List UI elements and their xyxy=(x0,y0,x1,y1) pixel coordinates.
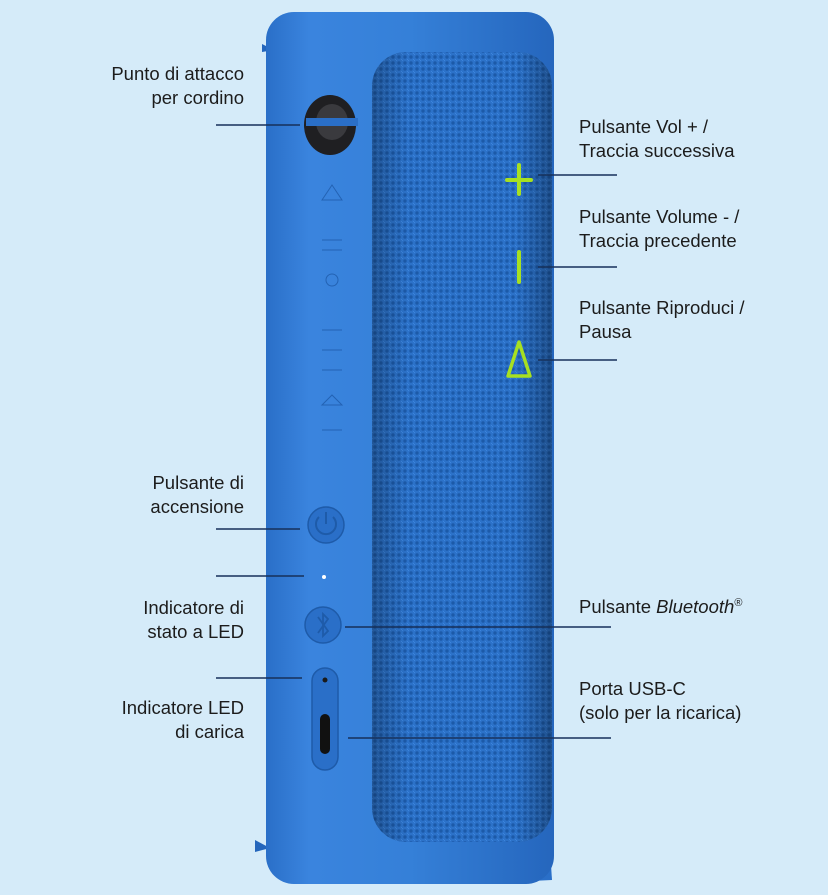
label-lanyard-line2: per cordino xyxy=(151,87,244,108)
label-charge-led-line1: Indicatore LED xyxy=(121,697,244,718)
plus-icon[interactable] xyxy=(505,163,533,196)
triangle-icon[interactable] xyxy=(506,340,532,378)
label-power-line1: Pulsante di xyxy=(152,472,244,493)
label-play-pause-line2: Pausa xyxy=(579,321,632,342)
label-usb-c-line1: Porta USB-C xyxy=(579,678,686,699)
label-power: Pulsante di accensione xyxy=(150,471,244,519)
label-status-led: Indicatore di stato a LED xyxy=(143,596,244,644)
power-icon[interactable] xyxy=(307,506,345,544)
label-bluetooth-line: Pulsante Bluetooth® xyxy=(579,591,742,619)
label-charge-led-line2: di carica xyxy=(175,721,244,742)
lanyard-attachment xyxy=(304,95,358,155)
status-led xyxy=(322,575,326,579)
label-charge-led: Indicatore LED di carica xyxy=(122,696,244,744)
label-vol-up-line2: Traccia successiva xyxy=(579,140,735,161)
label-play-pause: Pulsante Riproduci / Pausa xyxy=(579,296,745,344)
label-vol-down-line1: Pulsante Volume - / xyxy=(579,206,740,227)
label-bluetooth-mark: ® xyxy=(734,597,743,609)
label-vol-down-line2: Traccia precedente xyxy=(579,230,737,251)
label-vol-down: Pulsante Volume - / Traccia precedente xyxy=(579,205,739,253)
label-lanyard: Punto di attacco per cordino xyxy=(111,62,244,110)
usb-c-port-icon[interactable] xyxy=(311,667,339,771)
label-vol-up-line1: Pulsante Vol + / xyxy=(579,116,709,137)
label-usb-c-line2: (solo per la ricarica) xyxy=(579,702,742,723)
regulatory-markings xyxy=(320,184,344,431)
label-vol-up: Pulsante Vol + / Traccia successiva xyxy=(579,115,735,163)
leader-lines xyxy=(216,124,617,739)
label-bluetooth-brand: Bluetooth xyxy=(656,596,735,618)
bluetooth-icon[interactable] xyxy=(304,606,342,644)
label-bluetooth-prefix: Pulsante xyxy=(579,596,657,618)
label-bluetooth: Pulsante Bluetooth® xyxy=(579,591,742,619)
label-status-led-line1: Indicatore di xyxy=(143,597,244,618)
label-status-led-line2: stato a LED xyxy=(147,621,244,642)
label-lanyard-line1: Punto di attacco xyxy=(111,63,244,84)
label-usb-c: Porta USB-C (solo per la ricarica) xyxy=(579,677,741,725)
label-power-line2: accensione xyxy=(150,496,244,517)
label-play-pause-line1: Pulsante Riproduci / xyxy=(579,297,745,318)
